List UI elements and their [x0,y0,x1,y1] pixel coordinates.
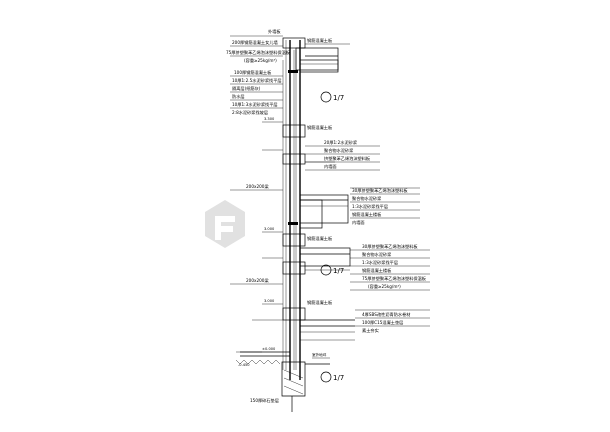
roof-detail [282,37,350,73]
callout-line-1: 200厚钢筋混凝土女儿墙 [232,39,278,46]
middle-beam-label: 200x200梁 [246,183,269,190]
foundation-callouts: 钢筋混凝土板 4厚SBS改性沥青防水卷材 100厚C15混凝土垫层 素土夯实 1… [250,299,410,404]
callout-line-7: 防水层 [232,93,245,100]
foundation-line-3: 素土夯实 [362,327,379,334]
foundation-slab-label: 钢筋混凝土板 [307,299,333,306]
middle-slab-label: 钢筋混凝土板 [307,124,333,131]
section-bubble-2 [320,264,332,276]
lower-slab-label: 钢筋混凝土板 [307,235,333,242]
middle-right-5: 内墙面 [352,219,365,226]
lower-beam-label: 200x200梁 [246,277,269,284]
lower-line-1: 30厚挤塑聚苯乙烯泡沫塑料板 [362,243,418,250]
foundation-line-1: 4厚SBS改性沥青防水卷材 [362,311,410,318]
elev-5: -0.450 [238,363,250,367]
section-bubble-1 [320,91,332,103]
callout-line-8: 10厚1:3水泥砂浆找平层 [232,101,278,108]
middle-right-1: 30厚挤塑聚苯乙烯泡沫塑料板 [352,187,408,194]
outdoor-grade-label: 室外地坪 [312,352,327,357]
section-mark-1: 1/7 [333,94,344,102]
elev-2: 3.000 [264,227,275,231]
roof-slab-label: 钢筋混凝土板 [307,37,333,44]
parapet-title: 外墙板 [268,28,281,35]
section-bubbles: 1/7 1/7 1/7 [320,91,344,383]
middle-line-3: 挤塑聚苯乙烯泡沫塑料板 [324,155,371,162]
left-leaders [230,35,283,321]
callout-line-3: (容重≥25kg/m³) [244,57,277,64]
callout-line-4: 100厚钢筋混凝土板 [234,69,272,76]
elev-4: ±0.000 [262,347,276,351]
elev-1: 3.300 [264,117,275,121]
elevation-ticks [236,121,283,353]
gravel-bed-label: 150厚碎石垫层 [250,397,279,404]
middle-line-4: 内墙面 [324,163,337,170]
lower-line-4: 钢筋混凝土楼板 [362,267,392,274]
lower-line-5: 75厚挤塑聚苯乙烯泡沫塑料保温板 [362,275,427,282]
parapet-callouts: 外墙板 200厚钢筋混凝土女儿墙 75厚挤塑聚苯乙烯泡沫塑料保温板 (容重≥25… [226,28,333,116]
foundation-line-2: 100厚C15混凝土垫层 [362,319,403,326]
section-mark-3: 1/7 [333,374,344,382]
middle-right-2: 聚合物水泥砂浆 [352,195,382,202]
middle-line-2: 聚合物水泥砂浆 [324,147,354,154]
lower-line-6: (容重≥25kg/m³) [368,283,401,290]
callout-line-2: 75厚挤塑聚苯乙烯泡沫塑料保温板 [226,49,291,56]
callout-line-5: 10厚1:2.5水泥砂浆找平层 [232,77,282,84]
middle-right-3: 1:3水泥砂浆找平层 [352,203,388,210]
section-mark-2: 1/7 [333,267,344,275]
callout-line-6: 隔离层(纸筋灰) [232,85,261,92]
foundation-detail [235,319,355,412]
lower-line-2: 聚合物水泥砂浆 [362,251,392,258]
section-bubble-3 [320,371,332,383]
lower-line-3: 1:3水泥砂浆找平层 [362,259,398,266]
middle-callouts: 钢筋混凝土板 20厚1:2水泥砂浆 聚合物水泥砂浆 挤塑聚苯乙烯泡沫塑料板 内墙… [246,124,408,226]
lower-floor-detail [282,233,351,321]
watermark-logo [205,200,245,248]
middle-line-1: 20厚1:2水泥砂浆 [324,139,358,146]
right-leaders [305,145,430,327]
middle-right-4: 钢筋混凝土楼板 [352,211,382,218]
main-wall [282,40,301,380]
callout-line-9: 2:8水泥砂浆找坡层 [232,109,268,116]
lower-callouts: 钢筋混凝土板 30厚挤塑聚苯乙烯泡沫塑料板 聚合物水泥砂浆 1:3水泥砂浆找平层… [246,235,427,290]
elev-3: 3.000 [264,299,275,303]
elevation-labels: 3.300 3.000 3.000 ±0.000 -0.450 [238,117,276,367]
